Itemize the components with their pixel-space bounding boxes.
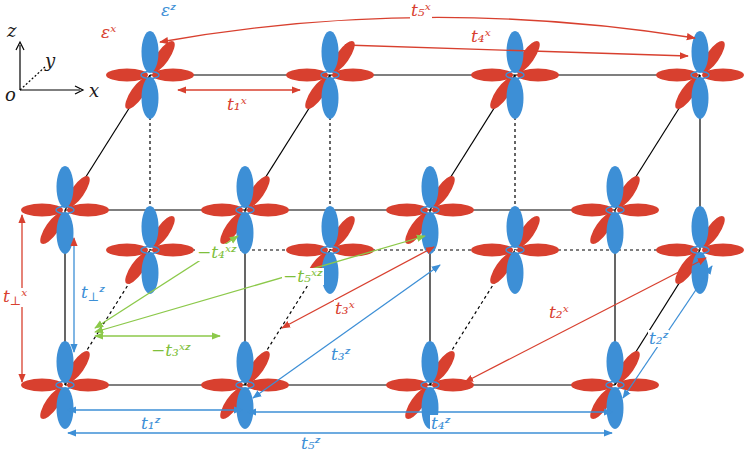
hopping-arrow <box>623 266 712 398</box>
orbital-site <box>21 341 109 429</box>
lattice-bond <box>65 384 615 385</box>
hopping-arrow <box>68 432 612 433</box>
axis-name: x <box>88 82 100 100</box>
orbital-site <box>21 166 109 254</box>
hopping-label: −t₅ˣᶻ <box>282 268 324 285</box>
orbital-site <box>656 206 744 294</box>
orbital-site <box>471 206 559 294</box>
hopping-arrow <box>95 236 425 332</box>
subscript: ⊥ <box>88 290 100 304</box>
hopping-arrows <box>22 17 712 433</box>
orbital-name: εᶻ <box>160 2 177 19</box>
axis-line <box>20 89 80 90</box>
hopping-arrow <box>73 238 74 352</box>
hopping-arrow <box>253 265 440 398</box>
hopping-label: t₂ᶻ <box>648 330 669 347</box>
hopping-label: t₁ˣ <box>226 96 248 113</box>
hopping-arrow <box>345 45 688 56</box>
hopping-label: t₅ˣ <box>410 2 432 19</box>
orbital-site <box>286 31 374 119</box>
axes <box>16 42 83 94</box>
hopping-label: t₁ᶻ <box>140 415 161 432</box>
hopping-arrow <box>95 236 238 328</box>
hopping-arrow <box>178 89 300 90</box>
axis-name: o <box>4 86 17 104</box>
hopping-label: t₃ˣ <box>334 300 356 317</box>
axis-line <box>20 66 46 90</box>
orbitals <box>21 31 744 429</box>
hopping-arrow <box>160 17 695 42</box>
axis-head <box>16 42 24 50</box>
axis-name: z <box>6 22 17 40</box>
hopping-arrow <box>248 411 612 412</box>
hopping-label: t₂ˣ <box>548 304 570 321</box>
hidden-bonds <box>65 75 700 385</box>
orbital-site <box>201 166 289 254</box>
orbital-site <box>201 341 289 429</box>
lattice-bond <box>150 74 700 75</box>
hopping-label: −t₄ˣᶻ <box>196 244 238 261</box>
hopping-label: −t₃ˣᶻ <box>150 342 192 359</box>
lattice-lines <box>65 75 700 385</box>
orbital-site <box>571 166 659 254</box>
hopping-arrow <box>465 258 706 382</box>
axis-line <box>19 45 20 90</box>
axis-head <box>75 86 83 94</box>
orbital-name: εˣ <box>100 24 117 41</box>
subscript: ⊥ <box>10 294 22 308</box>
hopping-label: t⊥ᶻ <box>80 284 106 303</box>
hopping-arrow <box>68 409 242 410</box>
hopping-label: t₄ᶻ <box>430 415 451 432</box>
hopping-label: t₅ᶻ <box>300 435 321 452</box>
orbital-site <box>571 341 659 429</box>
orbital-site <box>106 206 194 294</box>
hopping-label: t₄ˣ <box>470 28 492 45</box>
hopping-label: t⊥ˣ <box>2 288 28 307</box>
hopping-arrow <box>95 335 220 336</box>
orbital-site <box>656 31 744 119</box>
orbital-site <box>106 31 194 119</box>
axis-name: y <box>44 52 56 70</box>
orbital-site <box>386 166 474 254</box>
hopping-label: t₃ᶻ <box>330 346 351 363</box>
hopping-arrow <box>282 247 434 328</box>
